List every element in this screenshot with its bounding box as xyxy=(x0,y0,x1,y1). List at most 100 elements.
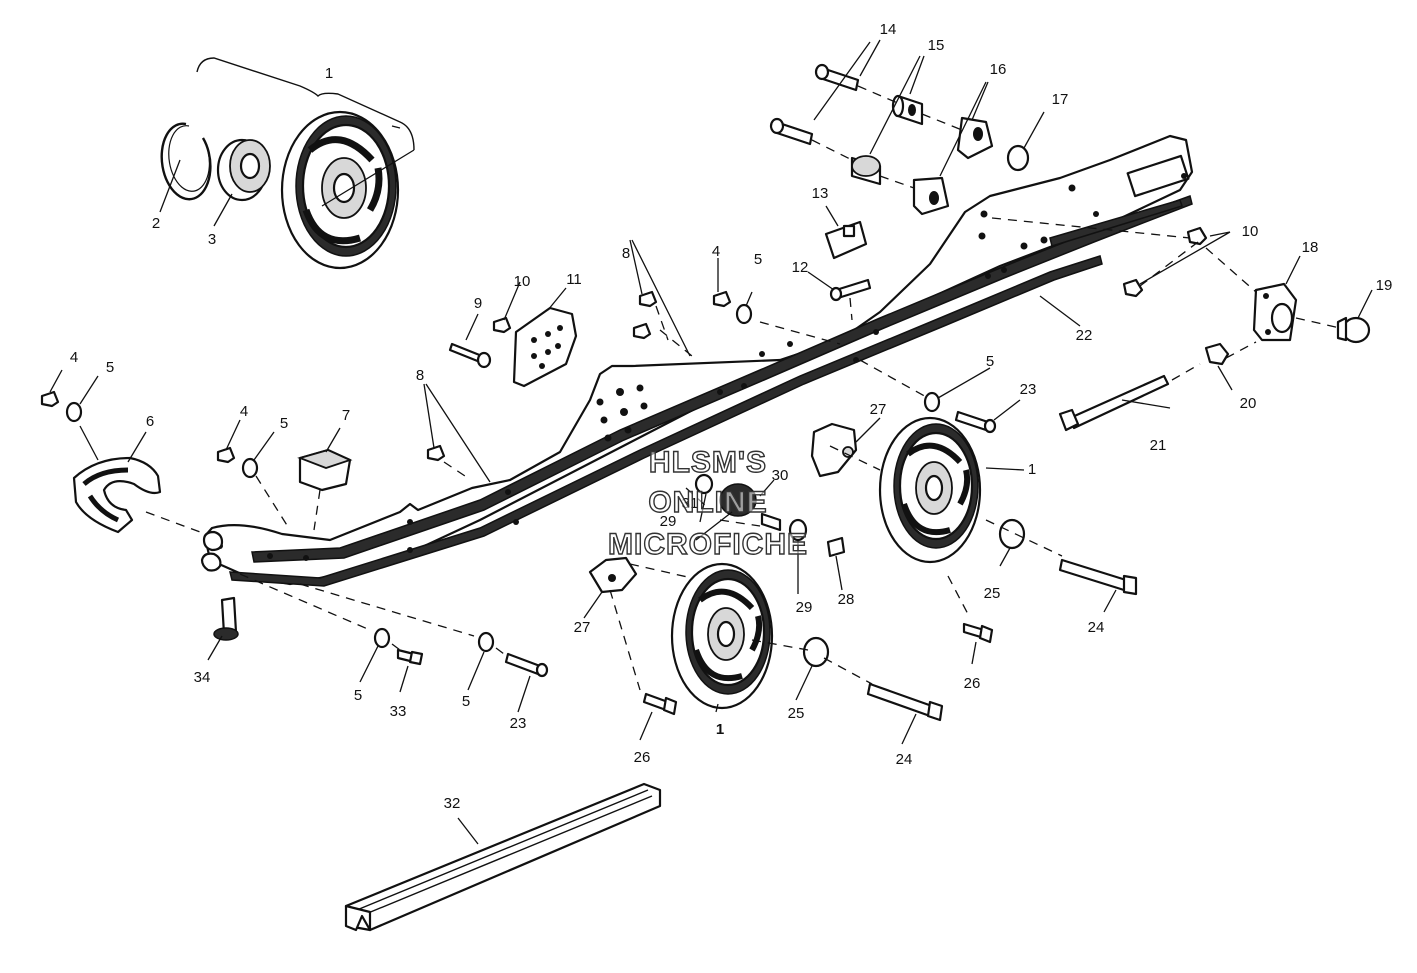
idler-wheel-lower xyxy=(670,562,774,710)
bolt-26-lower xyxy=(642,692,678,716)
bolt-23-left xyxy=(504,652,549,678)
nut-4-left xyxy=(40,390,60,408)
suspension-rail xyxy=(200,134,1194,587)
callout-32: 32 xyxy=(444,795,461,812)
bolt-24-right xyxy=(1058,558,1138,596)
axle-bracket-27-lower xyxy=(588,556,638,594)
nut-10-mid xyxy=(492,316,512,334)
callout-3: 3 xyxy=(208,231,216,248)
callouts: 1 2 3 4 5 6 4 5 7 8 9 10 11 8 4 5 12 13 … xyxy=(70,21,1393,812)
bolt-33 xyxy=(396,648,424,666)
watermark: HLSM'S ONLINE MICROFICHE xyxy=(607,445,808,561)
callout-8-top: 8 xyxy=(622,245,630,262)
bolt-21 xyxy=(1058,374,1170,432)
callout-5-low-b: 5 xyxy=(462,693,470,710)
callout-10-right: 10 xyxy=(1242,223,1259,240)
assembly-lines xyxy=(145,85,1341,691)
callout-6: 6 xyxy=(146,413,154,430)
nut-4-top xyxy=(712,290,732,308)
washer-5-left xyxy=(65,401,83,423)
bolt-26-right xyxy=(962,622,994,644)
callout-4-mid: 4 xyxy=(240,403,248,420)
bushings-15 xyxy=(850,94,924,186)
callout-30: 30 xyxy=(772,467,789,484)
callout-14: 14 xyxy=(880,21,897,38)
callout-20: 20 xyxy=(1240,395,1257,412)
callout-26-right: 26 xyxy=(964,675,981,692)
callout-11: 11 xyxy=(566,271,582,288)
watermark-line-1: HLSM'S xyxy=(649,446,767,479)
callout-21: 21 xyxy=(1150,437,1167,454)
nut-20 xyxy=(1204,342,1230,366)
bearing xyxy=(216,138,271,202)
callout-5-low-a: 5 xyxy=(354,687,362,704)
callout-5-mid: 5 xyxy=(280,415,288,432)
leader-lines xyxy=(49,39,1373,845)
callout-19: 19 xyxy=(1376,277,1393,294)
nut-8c xyxy=(426,444,446,462)
callout-2: 2 xyxy=(152,215,160,232)
axle-bracket-27-upper xyxy=(810,422,858,478)
callout-8-left: 8 xyxy=(416,367,424,384)
nut-10a xyxy=(1186,226,1208,246)
callout-1-top: 1 xyxy=(325,65,333,82)
callout-25-lower: 25 xyxy=(788,705,805,722)
washer-25-right xyxy=(998,518,1026,550)
callout-24-lower: 24 xyxy=(896,751,913,768)
watermark-line-3: MICROFICHE xyxy=(608,528,808,561)
rail-holes xyxy=(217,173,1187,561)
bolt-23-right xyxy=(954,410,997,434)
callout-23-right: 23 xyxy=(1020,381,1037,398)
plate-11 xyxy=(512,306,578,388)
idler-wheel xyxy=(280,110,400,270)
slider-block-13 xyxy=(824,220,868,260)
callout-10-mid: 10 xyxy=(514,273,531,290)
callout-1-bottom: 1 xyxy=(716,721,724,738)
callout-29-right: 29 xyxy=(796,599,813,616)
callout-27-lower: 27 xyxy=(574,619,591,636)
callout-4-top: 4 xyxy=(712,243,720,260)
block-7 xyxy=(297,448,353,492)
callout-5-top: 5 xyxy=(754,251,762,268)
callout-12: 12 xyxy=(792,259,809,276)
idler-wheel-assembly-top xyxy=(160,57,415,270)
bracket-18 xyxy=(1252,282,1298,342)
callout-5-left: 5 xyxy=(106,359,114,376)
callout-7: 7 xyxy=(342,407,350,424)
nut-8b xyxy=(632,322,652,340)
callout-29-left: 29 xyxy=(660,513,677,530)
callout-4-left: 4 xyxy=(70,349,78,366)
callout-16: 16 xyxy=(990,61,1007,78)
snap-ring xyxy=(160,122,212,201)
washer-25-lower xyxy=(802,636,830,668)
callout-26-lower: 26 xyxy=(634,749,651,766)
callout-23-left: 23 xyxy=(510,715,527,732)
washer-17 xyxy=(1006,144,1030,172)
nut-8a xyxy=(638,290,658,308)
nut-10b xyxy=(1122,278,1144,298)
callout-24-right: 24 xyxy=(1088,619,1105,636)
washer-5-top xyxy=(735,303,753,325)
callout-34: 34 xyxy=(194,669,211,686)
nut-4-mid xyxy=(216,446,236,464)
washer-5-mid xyxy=(241,457,259,479)
washer-5-low-b xyxy=(477,631,495,653)
callout-27-upper: 27 xyxy=(870,401,887,418)
callout-28: 28 xyxy=(838,591,855,608)
plug-19 xyxy=(1336,316,1371,344)
callout-5-right: 5 xyxy=(986,353,994,370)
nose-cap-6 xyxy=(72,456,162,534)
callout-13: 13 xyxy=(812,185,829,202)
callout-22: 22 xyxy=(1076,327,1093,344)
watermark-line-2: ONLINE xyxy=(648,486,767,519)
screw-9 xyxy=(448,342,492,369)
blocks-16 xyxy=(912,116,994,216)
callout-9: 9 xyxy=(474,295,482,312)
callout-25-right: 25 xyxy=(984,585,1001,602)
callout-33: 33 xyxy=(390,703,407,720)
pin-12 xyxy=(829,278,872,302)
idler-wheel-mid xyxy=(878,416,982,564)
bolt-24-lower xyxy=(866,682,944,722)
